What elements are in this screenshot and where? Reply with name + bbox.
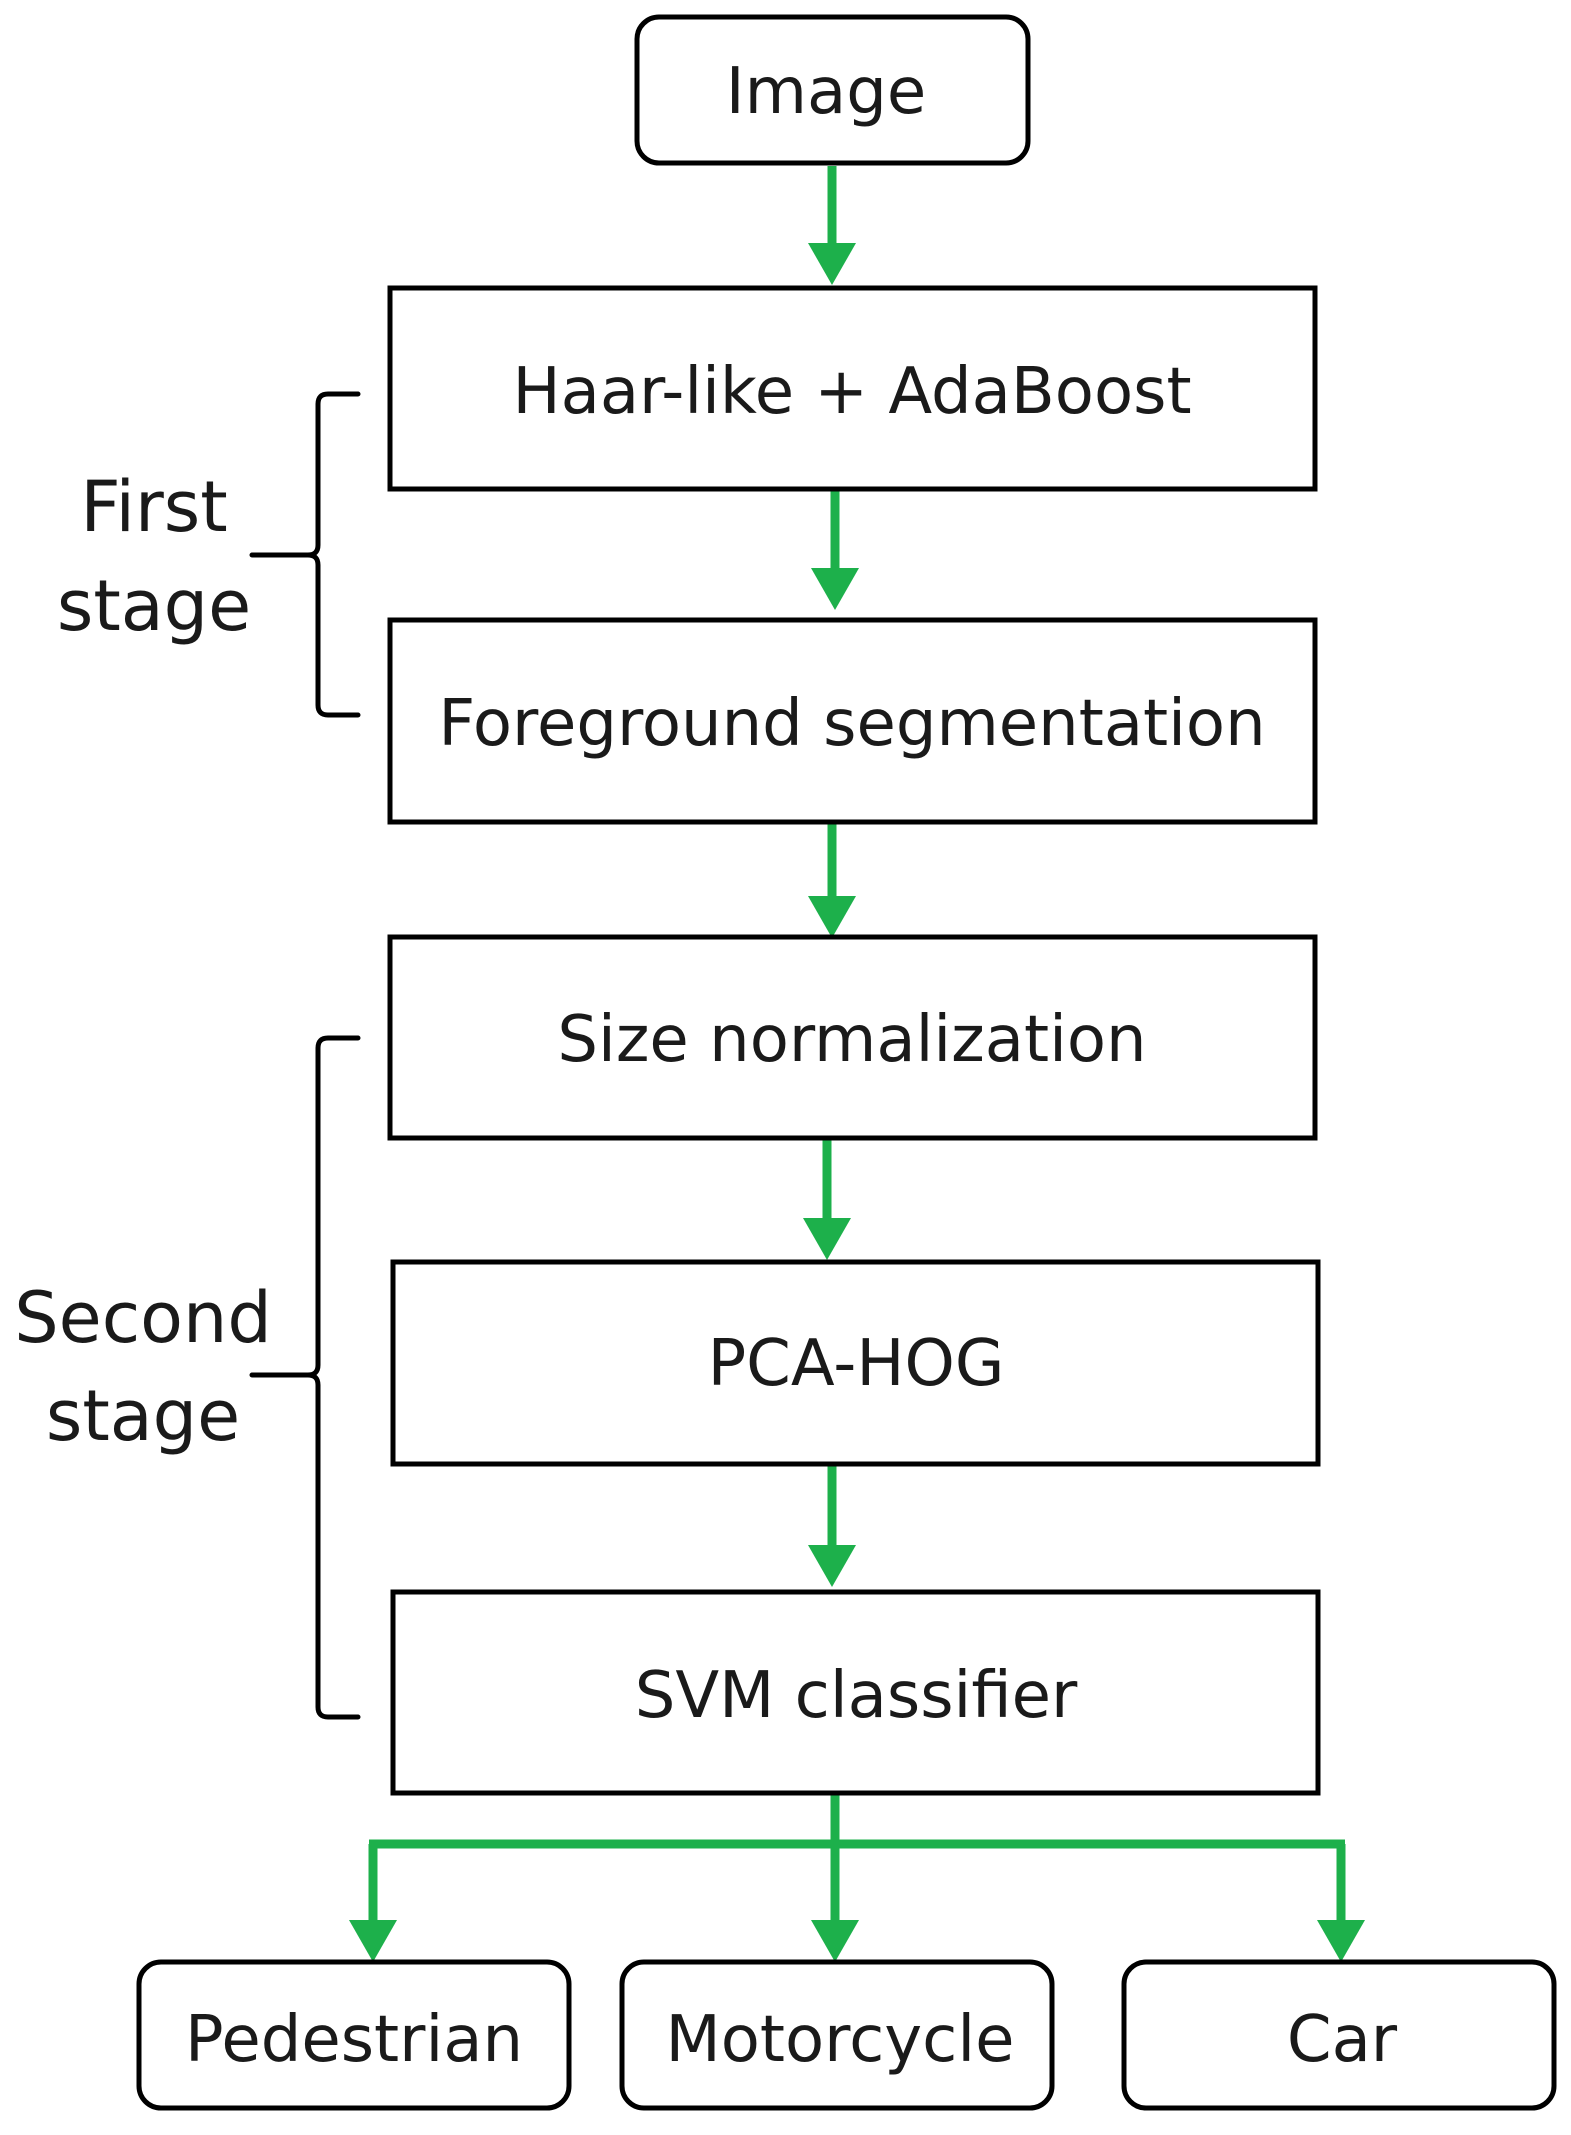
node-pedestrian: Pedestrian bbox=[136, 1959, 572, 2111]
node-size-normalization: Size normalization bbox=[387, 934, 1318, 1141]
second-stage-label-line1: Second bbox=[14, 1277, 272, 1359]
second-stage-label: Second stage bbox=[14, 1277, 272, 1457]
node-motorcycle: Motorcycle bbox=[619, 1959, 1055, 2111]
first-stage-label: First stage bbox=[57, 466, 251, 647]
node-pca-hog: PCA-HOG bbox=[390, 1259, 1321, 1467]
first-stage-label-line1: First bbox=[80, 466, 227, 548]
first-stage-brace bbox=[249, 391, 361, 718]
arrow-image-to-haar bbox=[808, 166, 856, 285]
node-size-normalization-label: Size normalization bbox=[557, 1003, 1146, 1077]
arrow-foreground-to-size-normalization bbox=[808, 824, 856, 938]
arrow-haar-to-foreground bbox=[811, 491, 859, 610]
arrowhead-car bbox=[1317, 1920, 1365, 1962]
arrowhead-motorcycle bbox=[811, 1920, 859, 1962]
node-pedestrian-label: Pedestrian bbox=[185, 2003, 523, 2077]
node-car: Car bbox=[1121, 1959, 1557, 2111]
arrowhead-pedestrian bbox=[349, 1920, 397, 1962]
first-stage-label-line2: stage bbox=[57, 565, 251, 647]
second-stage-brace bbox=[249, 1035, 361, 1720]
node-image-label: Image bbox=[726, 55, 926, 129]
arrow-svm-to-outputs bbox=[349, 1795, 1365, 1962]
node-svm-classifier-label: SVM classifier bbox=[635, 1659, 1078, 1733]
arrow-pca-hog-to-svm bbox=[808, 1466, 856, 1587]
node-car-label: Car bbox=[1287, 2003, 1398, 2077]
connectors bbox=[349, 166, 1365, 1962]
node-haar-adaboost: Haar-like + AdaBoost bbox=[387, 285, 1318, 492]
node-foreground-segmentation: Foreground segmentation bbox=[387, 617, 1318, 825]
second-stage-label-line2: stage bbox=[46, 1375, 240, 1457]
node-pca-hog-label: PCA-HOG bbox=[708, 1327, 1005, 1401]
node-haar-adaboost-label: Haar-like + AdaBoost bbox=[512, 355, 1191, 429]
node-svm-classifier: SVM classifier bbox=[390, 1589, 1321, 1796]
node-motorcycle-label: Motorcycle bbox=[666, 2003, 1015, 2077]
node-foreground-segmentation-label: Foreground segmentation bbox=[438, 687, 1265, 761]
arrow-size-normalization-to-pca-hog bbox=[803, 1140, 851, 1260]
node-image: Image bbox=[634, 14, 1031, 166]
